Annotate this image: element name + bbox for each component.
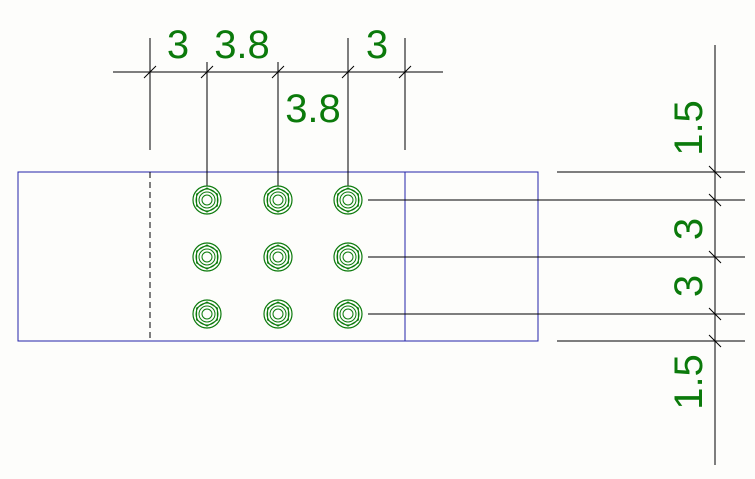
horizontal-dimension-ticks [143,65,412,79]
vertical-dim-text-1: 1.5 [667,100,711,156]
vertical-dim-text-3: 3 [667,275,711,297]
horizontal-extension-lines [149,38,406,186]
horizontal-dim-text-3: 3.8 [285,87,341,131]
bolt-icon [333,242,363,272]
bolt-icon [263,242,293,272]
bolt-icon [192,242,222,272]
bolt-icon [263,185,293,215]
vertical-dim-text-2: 3 [667,218,711,240]
vertical-dim-text-4: 1.5 [667,354,711,410]
bolt-icon [333,299,363,329]
bolt-icon [192,299,222,329]
bolt-icon [263,299,293,329]
bolt-icon [333,185,363,215]
vertical-dimension-ticks [708,165,722,348]
horizontal-dim-text-4: 3 [366,23,388,67]
horizontal-dim-text-2: 3.8 [214,23,270,67]
vertical-extension-lines [368,171,745,342]
horizontal-dim-text-1: 3 [167,23,189,67]
bolt-icon [192,185,222,215]
bolt-group [192,185,363,329]
